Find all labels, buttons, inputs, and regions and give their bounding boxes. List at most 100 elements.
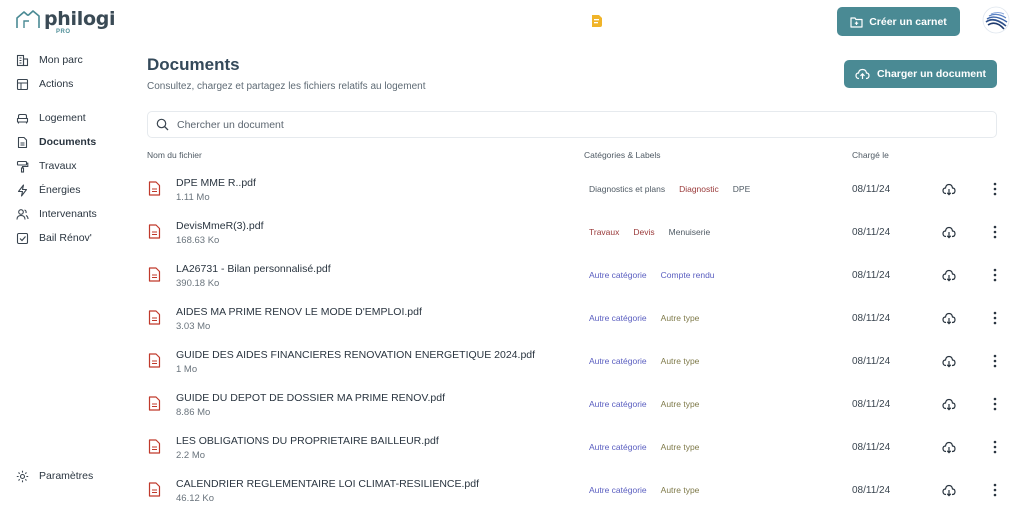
paint-roller-icon: [16, 160, 29, 173]
checkbox-icon: [16, 232, 29, 244]
search-input[interactable]: [177, 118, 957, 131]
philogi-logo[interactable]: philogi PRO: [15, 8, 116, 36]
category-label: Diagnostics et plans: [589, 184, 666, 194]
column-header-categories[interactable]: Catégories & Labels: [584, 150, 661, 160]
sidebar-item-label: Mon parc: [39, 54, 83, 66]
upload-document-label: Charger un document: [876, 68, 987, 80]
type-label: Autre type: [660, 442, 700, 452]
cloud-download-icon[interactable]: [942, 225, 956, 239]
more-options-icon[interactable]: [992, 353, 998, 369]
sidebar-item-energies[interactable]: Énergies: [16, 182, 80, 198]
sidebar-item-documents[interactable]: Documents: [16, 134, 96, 150]
pdf-file-icon: [148, 224, 161, 239]
sidebar-item-intervenants[interactable]: Intervenants: [16, 206, 97, 222]
table-row[interactable]: LES OBLIGATIONS DU PROPRIETAIRE BAILLEUR…: [140, 428, 1010, 471]
upload-date: 08/11/24: [852, 227, 891, 238]
file-name[interactable]: CALENDRIER REGLEMENTAIRE LOI CLIMAT-RESI…: [176, 478, 480, 490]
house-logo-icon: [16, 10, 40, 28]
category-labels: Autre catégorie Autre type: [589, 442, 699, 452]
sidebar: Mon parc Actions Logement Documents Trav…: [0, 44, 130, 521]
users-icon: [16, 208, 29, 220]
category-labels: Autre catégorie Compte rendu: [589, 270, 715, 280]
file-size: 1.11 Mo: [176, 192, 210, 203]
more-options-icon[interactable]: [992, 267, 998, 283]
cloud-download-icon[interactable]: [942, 311, 956, 325]
upload-date: 08/11/24: [852, 356, 891, 367]
avatar[interactable]: [982, 6, 1010, 34]
sidebar-item-parametres[interactable]: Paramètres: [16, 468, 93, 484]
file-name[interactable]: LES OBLIGATIONS DU PROPRIETAIRE BAILLEUR…: [176, 435, 439, 447]
file-name[interactable]: AIDES MA PRIME RENOV LE MODE D'EMPLOI.pd…: [176, 306, 422, 318]
file-size: 8.86 Mo: [176, 407, 211, 418]
sidebar-item-actions[interactable]: Actions: [16, 76, 73, 92]
search-box: [147, 111, 997, 138]
category-labels: Autre catégorie Autre type: [589, 485, 699, 495]
sidebar-item-logement[interactable]: Logement: [16, 110, 86, 126]
category-labels: Autre catégorie Autre type: [589, 356, 699, 366]
more-options-icon[interactable]: [992, 439, 998, 455]
pdf-file-icon: [148, 482, 161, 497]
pdf-file-icon: [148, 267, 161, 282]
cloud-download-icon[interactable]: [942, 397, 956, 411]
table-row[interactable]: DevisMmeR(3).pdf 168.63 Ko Travaux Devis…: [140, 213, 1010, 256]
create-notebook-button[interactable]: Créer un carnet: [837, 7, 960, 36]
cloud-download-icon[interactable]: [942, 268, 956, 282]
settings-label: Paramètres: [39, 470, 94, 482]
table-row[interactable]: AIDES MA PRIME RENOV LE MODE D'EMPLOI.pd…: [140, 299, 1010, 342]
table-row[interactable]: GUIDE DU DEPOT DE DOSSIER MA PRIME RENOV…: [140, 385, 1010, 428]
upload-date: 08/11/24: [852, 485, 891, 496]
file-name[interactable]: GUIDE DES AIDES FINANCIERES RENOVATION E…: [176, 349, 536, 361]
sofa-icon: [16, 113, 29, 123]
file-name[interactable]: DPE MME R..pdf: [176, 177, 256, 189]
column-header-name[interactable]: Nom du fichier: [147, 150, 202, 160]
sidebar-item-label: Intervenants: [39, 208, 97, 220]
table-row[interactable]: GUIDE DES AIDES FINANCIERES RENOVATION E…: [140, 342, 1010, 385]
category-labels: Autre catégorie Autre type: [589, 399, 699, 409]
file-icon: [17, 136, 28, 148]
search-icon: [156, 118, 169, 131]
category-labels: Autre catégorie Autre type: [589, 313, 699, 323]
file-name[interactable]: DevisMmeR(3).pdf: [176, 220, 264, 232]
column-header-uploaded[interactable]: Chargé le: [852, 150, 889, 160]
category-label: Autre catégorie: [589, 313, 647, 323]
upload-date: 08/11/24: [852, 313, 891, 324]
brand-tier: PRO: [56, 29, 71, 35]
cloud-download-icon[interactable]: [942, 483, 956, 497]
extra-label: DPE: [732, 184, 751, 194]
more-options-icon[interactable]: [992, 224, 998, 240]
sidebar-item-bail-renov[interactable]: Bail Rénov': [16, 230, 92, 246]
upload-document-button[interactable]: Charger un document: [844, 60, 997, 88]
file-name[interactable]: GUIDE DU DEPOT DE DOSSIER MA PRIME RENOV…: [176, 392, 445, 404]
more-options-icon[interactable]: [992, 181, 998, 197]
table-row[interactable]: LA26731 - Bilan personnalisé.pdf 390.18 …: [140, 256, 1010, 299]
gear-icon: [16, 470, 29, 482]
category-label: Travaux: [589, 227, 620, 237]
folder-plus-icon: [850, 16, 863, 28]
pdf-file-icon: [148, 353, 161, 368]
table-row[interactable]: DPE MME R..pdf 1.11 Mo Diagnostics et pl…: [140, 170, 1010, 213]
sidebar-item-label: Travaux: [39, 160, 77, 172]
more-options-icon[interactable]: [992, 396, 998, 412]
upload-date: 08/11/24: [852, 442, 891, 453]
file-size: 390.18 Ko: [176, 278, 220, 289]
top-bar: philogi PRO Créer un carnet: [0, 0, 1024, 44]
category-labels: Travaux Devis Menuiserie: [589, 227, 710, 237]
cloud-download-icon[interactable]: [942, 440, 956, 454]
file-name[interactable]: LA26731 - Bilan personnalisé.pdf: [176, 263, 331, 275]
upload-date: 08/11/24: [852, 399, 891, 410]
pdf-file-icon: [148, 396, 161, 411]
sidebar-item-mon-parc[interactable]: Mon parc: [16, 52, 83, 68]
sidebar-item-travaux[interactable]: Travaux: [16, 158, 77, 174]
cloud-download-icon[interactable]: [942, 182, 956, 196]
more-options-icon[interactable]: [992, 310, 998, 326]
upload-date: 08/11/24: [852, 184, 891, 195]
notification-badge-icon[interactable]: [590, 14, 604, 28]
type-label: Autre type: [660, 313, 700, 323]
lightning-icon: [17, 183, 28, 197]
file-size: 3.03 Mo: [176, 321, 211, 332]
extra-label: Menuiserie: [668, 227, 711, 237]
table-row[interactable]: CALENDRIER REGLEMENTAIRE LOI CLIMAT-RESI…: [140, 471, 1010, 514]
cloud-download-icon[interactable]: [942, 354, 956, 368]
category-label: Autre catégorie: [589, 442, 647, 452]
more-options-icon[interactable]: [992, 482, 998, 498]
